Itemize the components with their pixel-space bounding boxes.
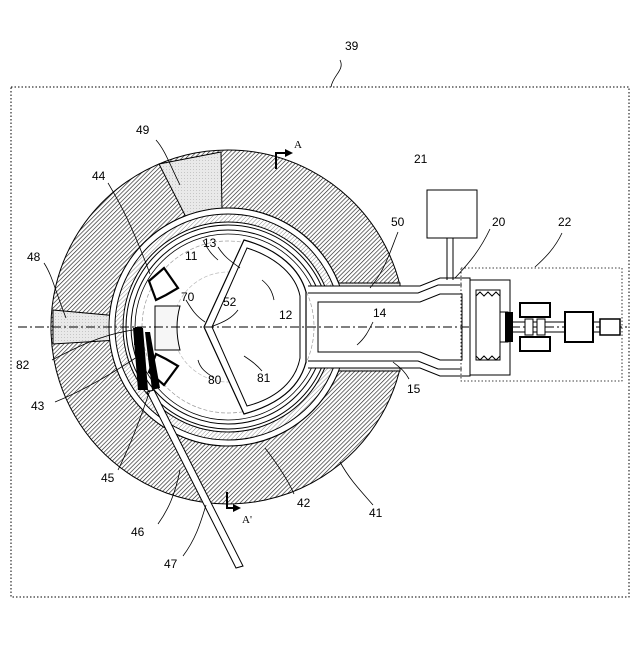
label-82: 82 xyxy=(16,358,30,372)
label-22: 22 xyxy=(558,215,572,229)
drive-shaft xyxy=(513,303,620,351)
label-section-a-prime: A' xyxy=(242,514,252,526)
label-41: 41 xyxy=(369,506,383,520)
label-49: 49 xyxy=(136,123,150,137)
label-20: 20 xyxy=(492,215,506,229)
label-43: 43 xyxy=(31,399,45,413)
label-50: 50 xyxy=(391,215,405,229)
rf-flange xyxy=(470,280,513,375)
label-15: 15 xyxy=(407,382,421,396)
label-11: 11 xyxy=(185,249,198,263)
label-14: 14 xyxy=(373,306,387,320)
label-52: 52 xyxy=(223,295,237,309)
label-13: 13 xyxy=(203,236,217,250)
label-81: 81 xyxy=(257,371,271,385)
label-39: 39 xyxy=(345,39,359,53)
target-plate-upper xyxy=(134,327,143,345)
label-44: 44 xyxy=(92,169,106,183)
label-42: 42 xyxy=(297,496,311,510)
label-46: 46 xyxy=(131,525,145,539)
label-12: 12 xyxy=(279,308,293,322)
ion-source xyxy=(155,306,180,350)
label-70: 70 xyxy=(181,290,195,304)
label-47: 47 xyxy=(164,557,178,571)
label-45: 45 xyxy=(101,471,115,485)
label-80: 80 xyxy=(208,373,222,387)
label-48: 48 xyxy=(27,250,41,264)
power-supply-box xyxy=(427,190,477,238)
label-21: 21 xyxy=(414,152,428,166)
label-section-a: A xyxy=(294,139,302,151)
